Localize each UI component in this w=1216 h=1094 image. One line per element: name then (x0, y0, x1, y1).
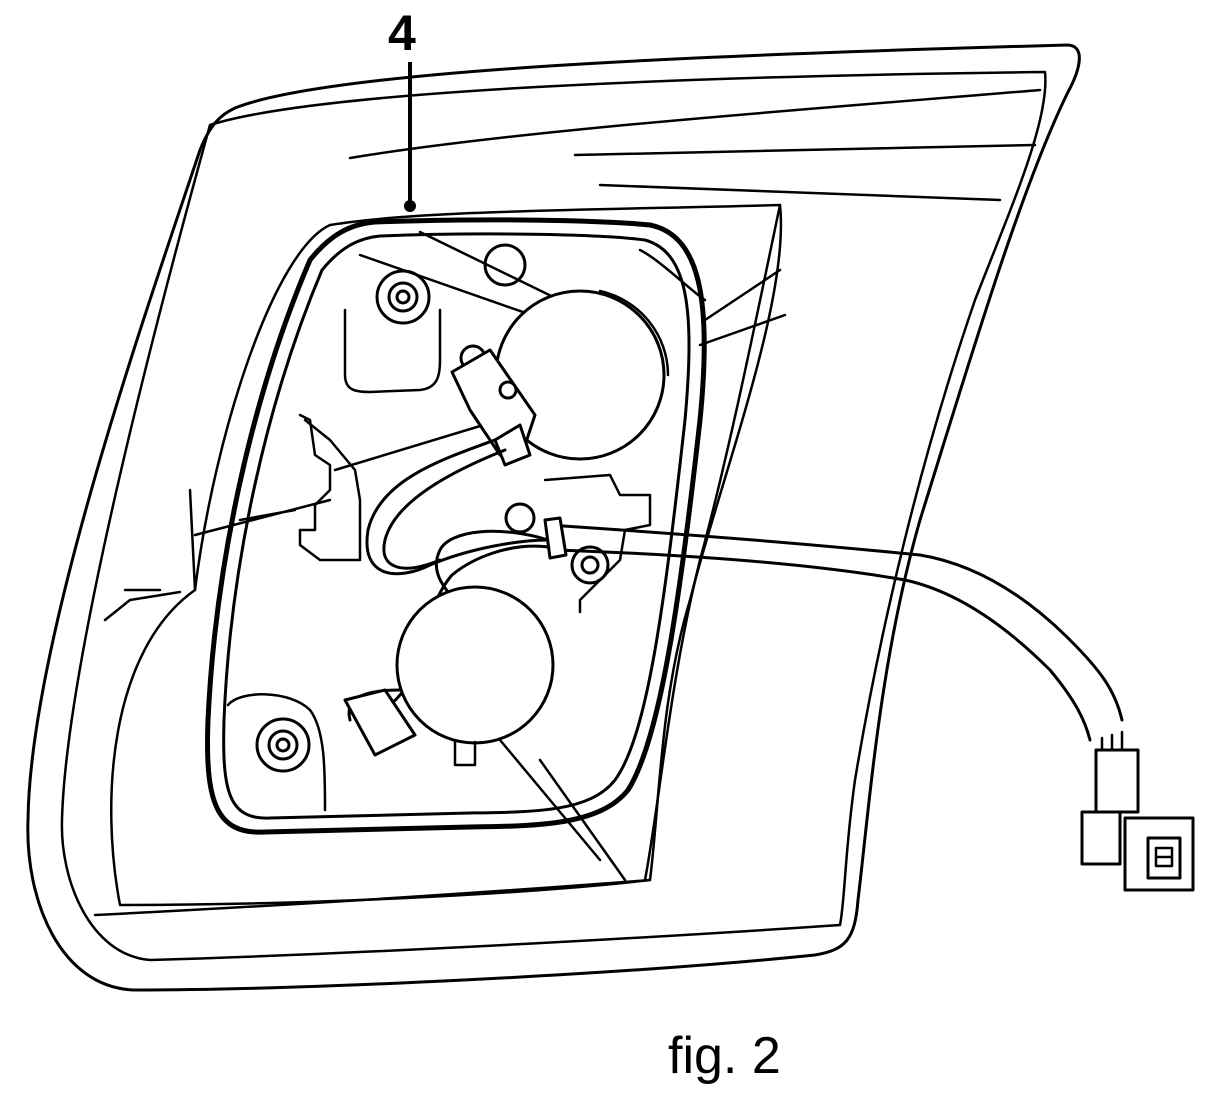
cable-harness-top (546, 523, 1124, 722)
upper-connector-pin (498, 380, 518, 400)
right-small-boss-inner (580, 555, 600, 575)
upper-mounting-boss-mid (387, 281, 419, 313)
upper-boss-bracket (343, 308, 442, 394)
right-small-boss-outer (570, 545, 610, 585)
right-side-bracket (543, 473, 652, 614)
lower-socket-connector (343, 688, 417, 757)
centre-small-boss (504, 502, 536, 534)
wire-b (382, 448, 507, 570)
leader-dot (404, 200, 416, 212)
upper-bulb-socket-rim (598, 289, 670, 377)
lower-boss-bracket (226, 693, 327, 812)
lower-bulb-socket (395, 585, 555, 745)
gasket-inner (222, 232, 691, 820)
inner-housing-outline (60, 70, 1047, 962)
cable-harness-bottom (553, 548, 1092, 742)
left-side-bracket (298, 413, 362, 562)
lower-mounting-boss-mid (267, 729, 299, 761)
outer-housing-outline (26, 43, 1081, 992)
recess-edge (643, 203, 782, 882)
upper-mounting-boss-outer (375, 269, 431, 325)
upper-mounting-boss-inner (395, 289, 411, 305)
figure-caption: fig. 2 (668, 1027, 781, 1085)
plug-terminal (1154, 846, 1174, 868)
reference-label-4: 4 (388, 5, 416, 61)
lower-mounting-boss-inner (275, 737, 291, 753)
plug-latch-left (1080, 810, 1122, 866)
cable-grommet (543, 516, 568, 560)
gasket-outer (205, 217, 707, 835)
small-top-port (483, 243, 527, 287)
lower-bulb-socket-tab (453, 740, 477, 767)
internal-frame-lines (193, 230, 787, 882)
lower-mounting-boss-outer (255, 717, 311, 773)
upper-connector-clip (493, 423, 532, 467)
plug-body-upper (1094, 748, 1140, 814)
wire-a (365, 438, 550, 576)
